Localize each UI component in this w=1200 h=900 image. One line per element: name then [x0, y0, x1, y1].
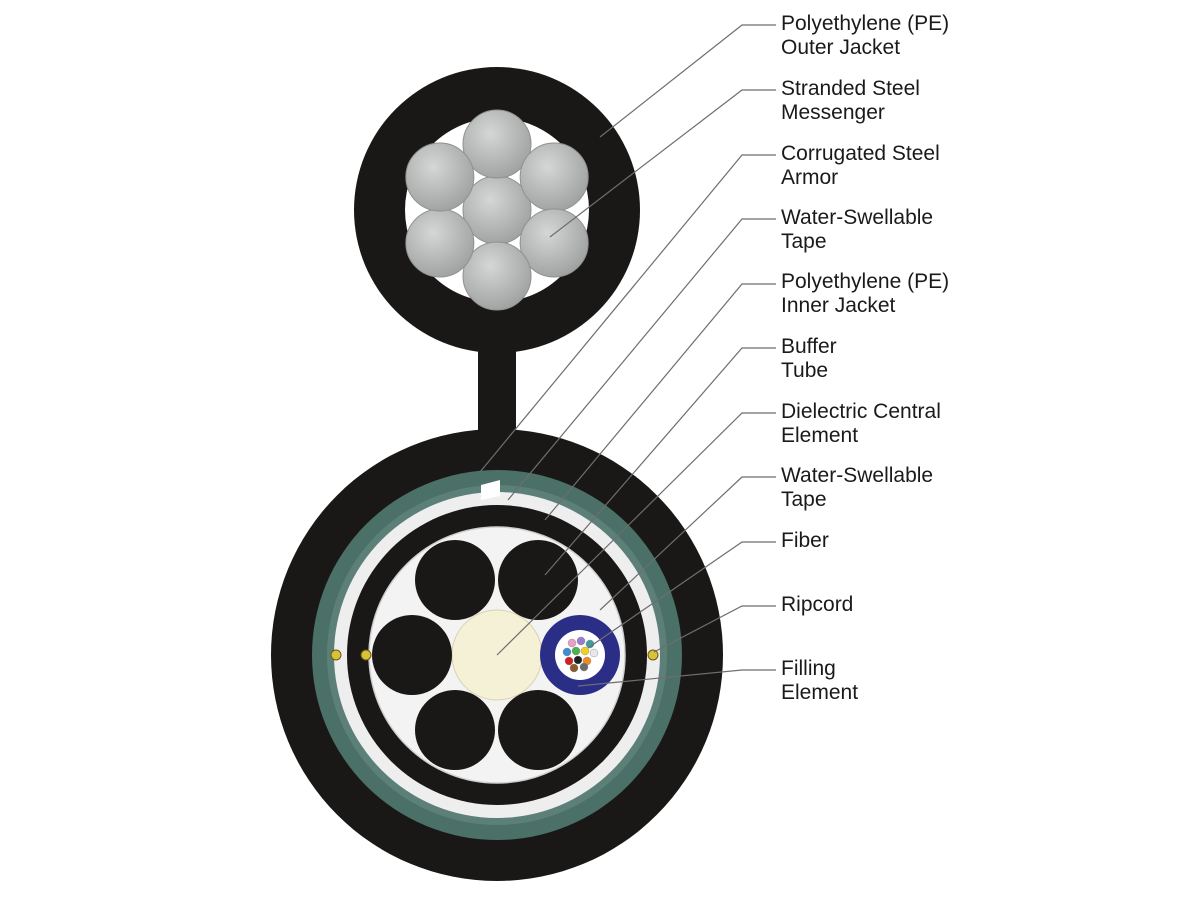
ripcords	[330, 649, 659, 661]
leader-line	[507, 218, 776, 501]
leader-line	[599, 24, 776, 138]
leader-line	[577, 669, 776, 687]
messenger-web	[478, 345, 516, 445]
steel-wire	[405, 208, 475, 278]
stranded-steel-wires	[405, 109, 589, 311]
steel-wire	[519, 208, 589, 278]
steel-wire	[462, 109, 532, 179]
label-fiber: Fiber	[781, 529, 829, 552]
leader-line	[496, 412, 776, 656]
steel-wire	[462, 175, 532, 245]
label-outer-jacket: Polyethylene (PE)Outer Jacket	[781, 12, 950, 59]
leader-line	[587, 541, 776, 649]
leader-line	[544, 347, 776, 576]
optical-fiber	[567, 638, 577, 648]
optical-fiber	[579, 662, 589, 672]
label-inner-jacket: Polyethylene (PE)Inner Jacket	[781, 270, 950, 317]
ripcord	[330, 649, 342, 661]
filling-element	[372, 615, 452, 695]
optical-fiber	[573, 655, 583, 665]
optical-fiber	[564, 656, 574, 666]
ripcord	[647, 649, 659, 661]
filling-element	[415, 690, 495, 770]
steel-wire	[405, 142, 475, 212]
armor-overlap-gap	[481, 480, 500, 500]
label-ripcord: Ripcord	[781, 593, 854, 616]
filling-element	[498, 690, 578, 770]
filling-element	[415, 540, 495, 620]
leader-line	[549, 89, 776, 238]
optical-fiber	[569, 663, 579, 673]
ripcord	[360, 649, 372, 661]
optical-fiber	[589, 648, 599, 658]
optical-fiber	[576, 636, 586, 646]
optical-fiber	[580, 646, 590, 656]
leader-line	[653, 605, 776, 653]
leader-line	[599, 476, 776, 611]
optical-fiber	[571, 646, 581, 656]
optical-fibers	[562, 636, 599, 673]
steel-wire	[519, 142, 589, 212]
leader-line	[544, 283, 776, 521]
messenger-section	[354, 67, 640, 445]
optical-fiber	[562, 647, 572, 657]
leader-lines	[479, 24, 776, 687]
steel-wire	[462, 241, 532, 311]
filling-element	[498, 540, 578, 620]
leader-line	[479, 154, 776, 473]
